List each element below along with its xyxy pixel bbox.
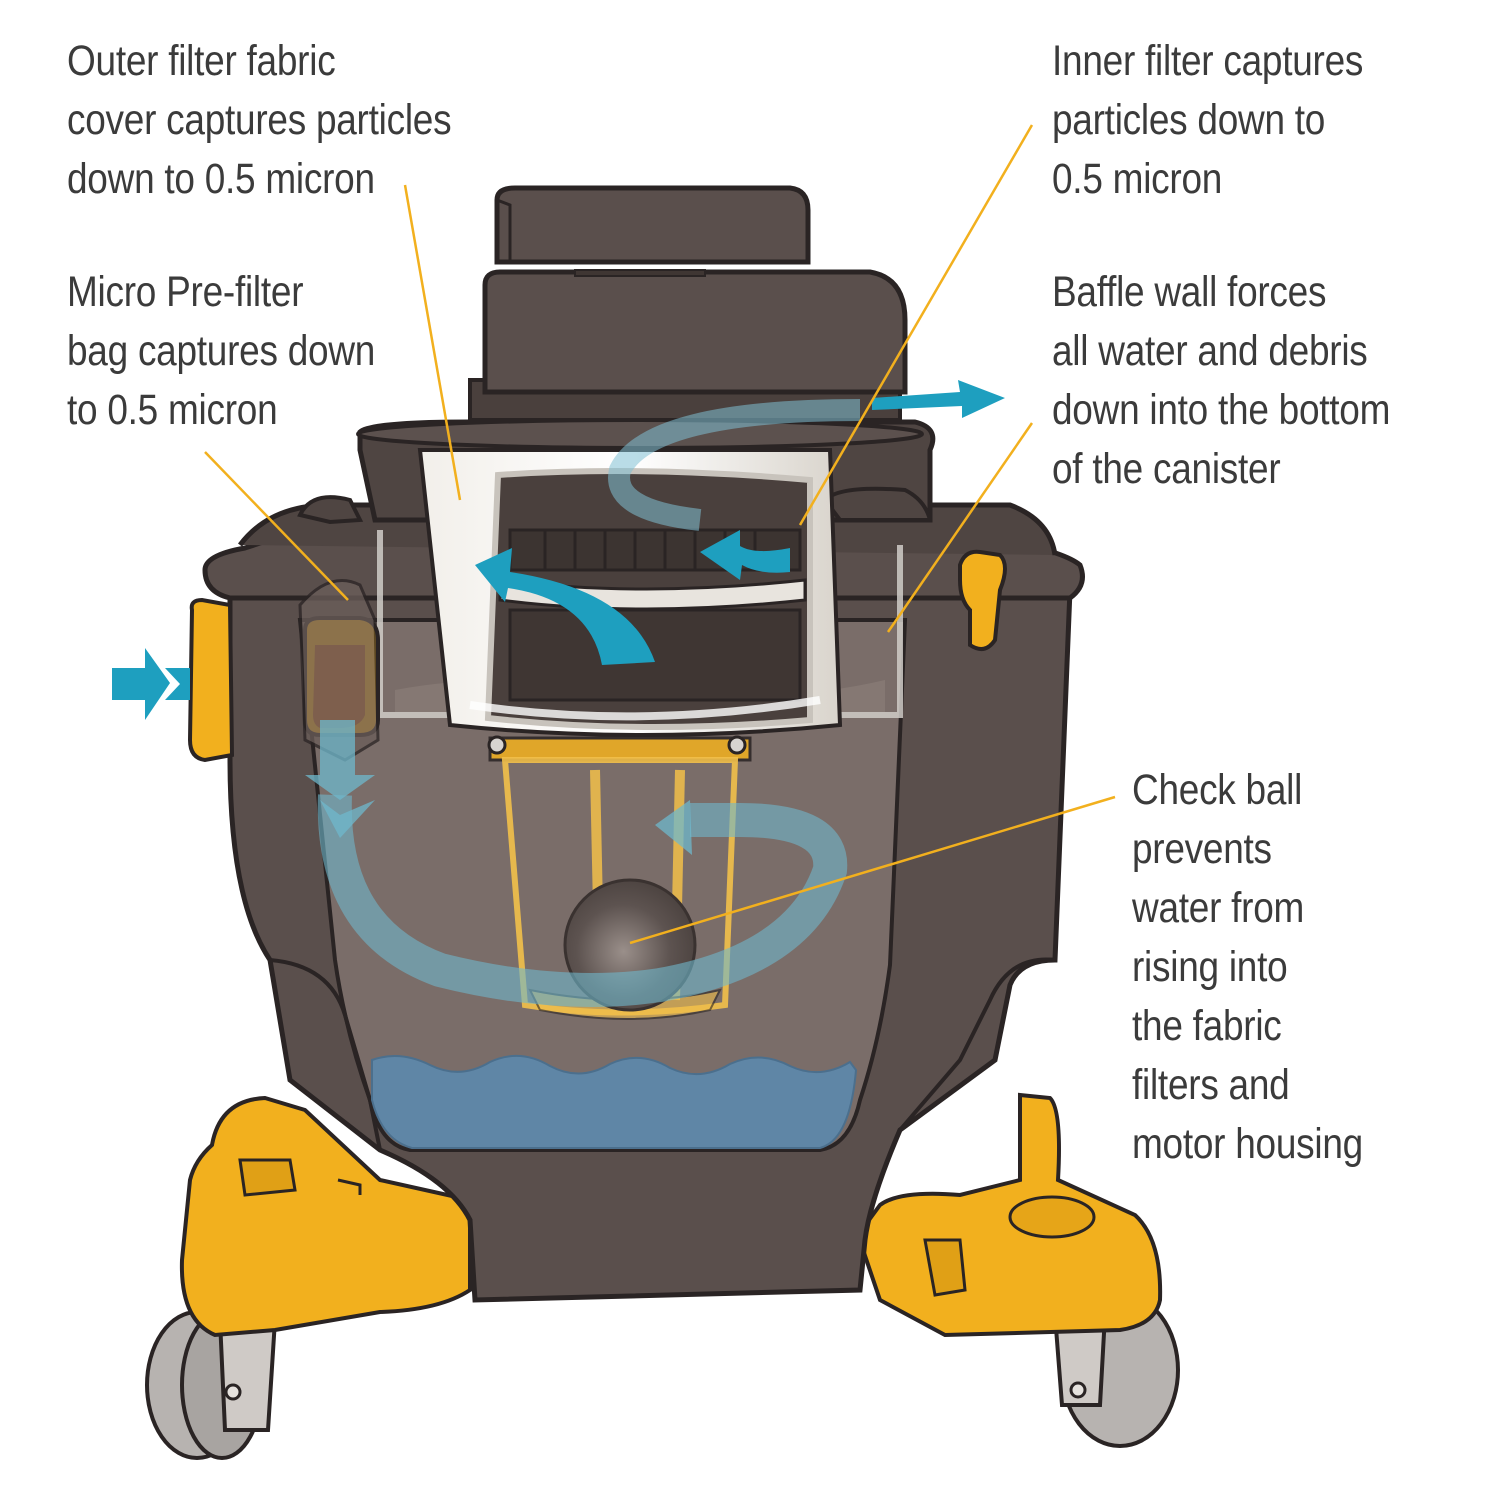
callout-inner-filter-line: particles down to: [1052, 96, 1326, 144]
exhaust-arrow: [872, 380, 1005, 418]
micro-prefilter-bag: [298, 579, 380, 762]
leader-check-ball: [629, 795, 1116, 945]
leader-outer-filter: [403, 184, 462, 501]
airflow-arrows: [112, 380, 1005, 1007]
handle-right: [822, 486, 933, 522]
callout-leader-lines: [204, 124, 1116, 945]
callout-baffle-wall-line: Baffle wall forces: [1052, 268, 1327, 316]
callout-baffle-wall-line: all water and debris: [1052, 327, 1368, 375]
caster-foot-left: [179, 1095, 472, 1338]
callout-check-ball-line: rising into: [1132, 943, 1288, 991]
leader-micro-prefilter: [204, 451, 349, 601]
callout-check-ball-line: the fabric: [1132, 1002, 1282, 1050]
outer-fabric-filter: [417, 448, 843, 737]
callout-micro-prefilter-line: bag captures down: [67, 327, 376, 375]
callout-check-ball-line: motor housing: [1132, 1120, 1363, 1168]
callout-baffle-wall-line: of the canister: [1052, 445, 1281, 493]
motor-top: [494, 185, 811, 265]
callout-micro-prefilter-line: to 0.5 micron: [67, 386, 278, 434]
callout-outer-filter-line: cover captures particles: [67, 96, 452, 144]
callout-check-ball: Check ball prevents water from rising in…: [1132, 761, 1363, 1174]
callout-outer-filter-line: Outer filter fabric: [67, 37, 336, 85]
inlet-arrow-2: [165, 668, 190, 700]
callout-micro-prefilter: Micro Pre-filter bag captures down to 0.…: [67, 263, 375, 440]
callout-baffle-wall: Baffle wall forces all water and debris …: [1052, 263, 1390, 499]
callout-inner-filter-line: Inner filter captures: [1052, 37, 1364, 85]
callout-check-ball-line: prevents: [1132, 825, 1272, 873]
callout-baffle-wall-line: down into the bottom: [1052, 386, 1391, 434]
inlet-arrow-1: [112, 648, 170, 720]
callout-check-ball-line: water from: [1132, 884, 1305, 932]
callout-inner-filter: Inner filter captures particles down to …: [1052, 32, 1363, 209]
callout-outer-filter: Outer filter fabric cover captures parti…: [67, 32, 452, 209]
callout-check-ball-line: filters and: [1132, 1061, 1290, 1109]
leader-inner-filter: [798, 124, 1034, 526]
caster-base: [145, 1092, 1180, 1460]
collected-water: [371, 1054, 858, 1149]
callout-check-ball-line: Check ball: [1132, 766, 1303, 814]
callout-micro-prefilter-line: Micro Pre-filter: [67, 268, 304, 316]
leader-baffle-wall: [886, 422, 1034, 633]
callout-inner-filter-line: 0.5 micron: [1052, 155, 1223, 203]
callout-outer-filter-line: down to 0.5 micron: [67, 155, 375, 203]
lid-latch: [958, 549, 1007, 651]
motor-housing: [482, 269, 908, 395]
handle-left: [297, 495, 364, 525]
inner-filter-cage: [498, 528, 807, 702]
